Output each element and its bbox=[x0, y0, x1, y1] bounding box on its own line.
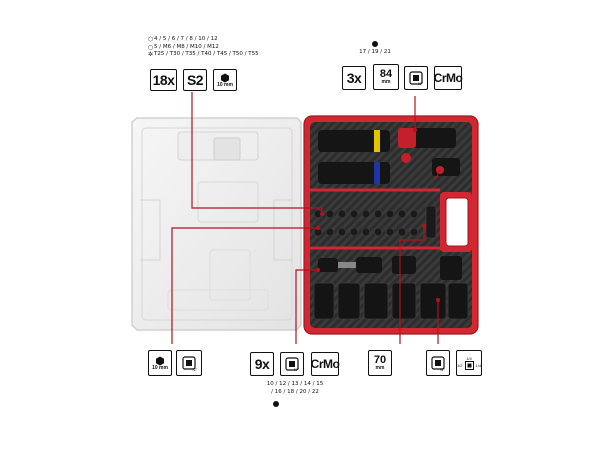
adapter-icon bbox=[464, 361, 474, 370]
drive-hex-badge: 10 mm bbox=[148, 350, 172, 376]
size-text: 4 / 5 / 6 / 7 / 8 / 10 / 12 bbox=[154, 36, 218, 42]
impact-count-badge: 9x bbox=[250, 352, 274, 376]
adapter-badge: 1/4 1/2 1/4 bbox=[456, 350, 482, 376]
drive-label: ½" bbox=[417, 81, 423, 86]
callout-dot bbox=[316, 226, 320, 230]
drive-hex-badge: 10 mm bbox=[213, 69, 237, 91]
impact-size-list: 10 / 12 / 13 / 14 / 15 / 16 / 18 / 20 / … bbox=[250, 380, 340, 396]
transparent-lid bbox=[131, 117, 302, 331]
callout-dot bbox=[413, 128, 417, 132]
square-drive-icon bbox=[431, 356, 445, 370]
drive-label: ½" bbox=[293, 367, 299, 372]
callout-dot bbox=[316, 268, 320, 272]
torx-outline-icon: ✲ bbox=[147, 51, 154, 58]
hex-drive-icon bbox=[221, 73, 229, 82]
square-drive-icon bbox=[285, 357, 299, 371]
length-badge: 70 mm bbox=[368, 350, 392, 376]
adapter-right-label: 1/4 bbox=[475, 363, 482, 368]
socket-size-list: 17 / 19 / 21 bbox=[359, 49, 391, 55]
long-sockets bbox=[318, 128, 460, 184]
impact-sockets bbox=[313, 282, 469, 320]
extension-and-adapters bbox=[318, 256, 462, 280]
size-text: 5 / M6 / M8 / M10 / M12 bbox=[154, 43, 219, 50]
material-badge: CrMo bbox=[311, 352, 340, 376]
drive-square-badge: ½" bbox=[426, 350, 450, 376]
drive-label: ¼" bbox=[191, 367, 197, 372]
size-row-spline: ○ 5 / M6 / M8 / M10 / M12 bbox=[147, 44, 259, 52]
bit-count-badge: 18x bbox=[150, 69, 177, 91]
spline-outline-icon: ○ bbox=[147, 43, 154, 51]
callout-lines bbox=[171, 92, 441, 344]
length-badge: 84 mm bbox=[373, 64, 399, 90]
callout-dot bbox=[436, 298, 440, 302]
callout-dot bbox=[320, 212, 324, 216]
drive-square-badge: ½" bbox=[404, 66, 428, 90]
drive-label: ½" bbox=[439, 367, 445, 372]
size-line: / 16 / 18 / 20 / 22 bbox=[271, 389, 319, 395]
hex-outline-icon: ⬡ bbox=[147, 36, 154, 43]
drive-square-badge: ¼" bbox=[176, 350, 202, 376]
socket-dot-icon bbox=[273, 401, 279, 407]
size-text: T25 / T30 / T35 / T40 / T45 / T50 / T55 bbox=[154, 51, 259, 57]
square-drive-icon bbox=[409, 71, 423, 85]
drive-square-badge: ½" bbox=[280, 352, 304, 376]
material-badge: CrMo bbox=[434, 66, 463, 90]
bit-row bbox=[313, 205, 437, 239]
material-badge: S2 bbox=[183, 69, 207, 91]
square-drive-icon bbox=[182, 356, 196, 370]
bit-size-list: ⬡ 4 / 5 / 6 / 7 / 8 / 10 / 12 ○ 5 / M6 /… bbox=[147, 36, 259, 59]
adapter-left-label: 1/2 bbox=[456, 363, 463, 368]
size-line: 10 / 12 / 13 / 14 / 15 bbox=[266, 381, 324, 387]
socket-dot-icon bbox=[372, 41, 378, 47]
size-row-torx: ✲ T25 / T30 / T35 / T40 / T45 / T50 / T5… bbox=[147, 51, 259, 59]
hex-drive-icon bbox=[156, 356, 164, 365]
size-row-hex: ⬡ 4 / 5 / 6 / 7 / 8 / 10 / 12 bbox=[147, 36, 259, 44]
callout-dot bbox=[422, 224, 426, 228]
adapter-top-label: 1/4 bbox=[466, 356, 472, 361]
socket-count-badge: 3x bbox=[342, 66, 366, 90]
